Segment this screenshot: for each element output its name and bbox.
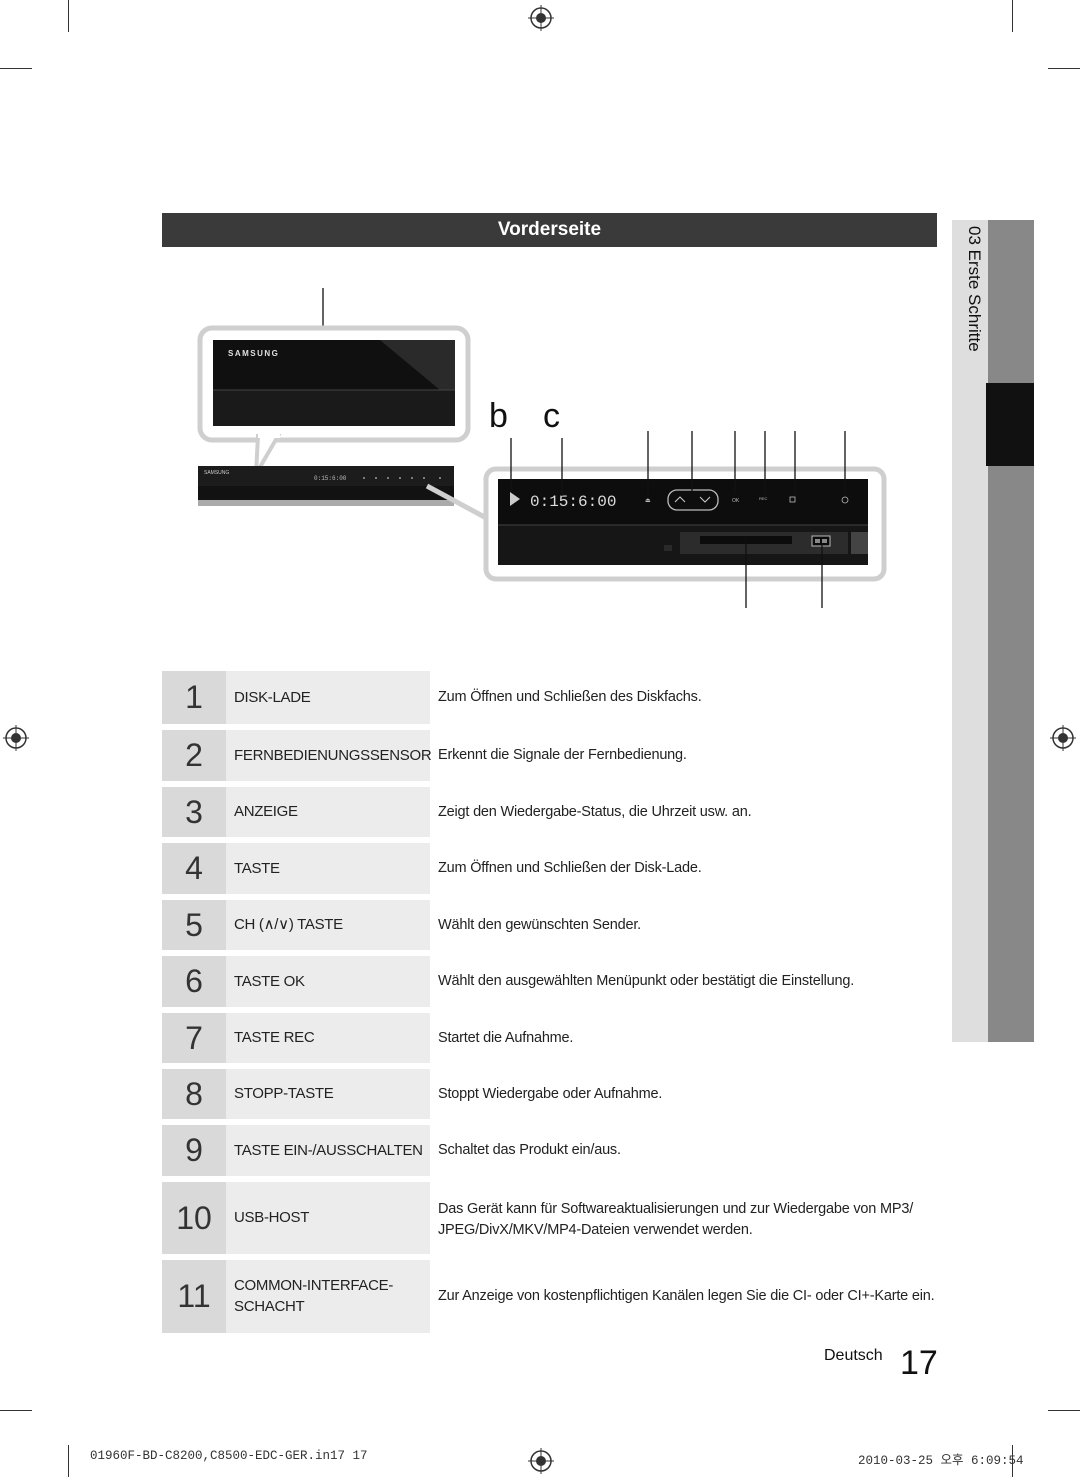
row-description: Das Gerät kann für Softwareaktualisierun… (438, 1199, 938, 1241)
file-info: 01960F-BD-C8200,C8500-EDC-GER.in17 17 (90, 1449, 368, 1463)
row-name: COMMON-INTERFACE- SCHACHT (226, 1260, 430, 1333)
row-description: Erkennt die Signale der Fernbedienung. (438, 747, 687, 763)
crop-mark (0, 68, 32, 69)
row-description: Zum Öffnen und Schließen der Disk-Lade. (438, 860, 702, 876)
row-number: 2 (162, 730, 226, 781)
row-number: 10 (162, 1182, 226, 1254)
crop-mark (1048, 1410, 1080, 1411)
row-number: 4 (162, 843, 226, 894)
display-small: 0:15:6:00 (314, 475, 347, 482)
brand-logo-small: SAMSUNG (204, 470, 229, 476)
row-description: Zur Anzeige von kostenpflichtigen Kanäle… (438, 1288, 935, 1304)
row-name: TASTE OK (226, 956, 430, 1007)
chapter-tab-marker (986, 383, 1034, 466)
registration-mark-icon (1050, 725, 1076, 751)
row-number: 7 (162, 1013, 226, 1063)
row-name-line: COMMON-INTERFACE- (234, 1277, 394, 1294)
crop-mark (1012, 1445, 1013, 1477)
row-number: 3 (162, 787, 226, 837)
device-front-diagram: SAMSUNG SAMSUNG 0:15:6:00 0:15:6:00 ⏏ OK… (197, 288, 887, 608)
row-number: 9 (162, 1125, 226, 1176)
ok-icon: OK (732, 498, 740, 504)
brand-logo: SAMSUNG (228, 349, 279, 358)
row-name: FERNBEDIENUNGSSENSOR (226, 730, 432, 781)
row-name-line: SCHACHT (234, 1298, 305, 1315)
chapter-tab (952, 220, 988, 1042)
callout-c: c (543, 397, 560, 435)
row-description: Wählt den ausgewählten Menüpunkt oder be… (438, 973, 855, 989)
row-name: USB-HOST (226, 1182, 430, 1254)
row-description: Schaltet das Produkt ein/aus. (438, 1142, 621, 1158)
chapter-tab-strip (988, 220, 1034, 383)
print-timestamp: 2010-03-25 오후 6:09:54 (858, 1454, 1024, 1468)
row-description: Stoppt Wiedergabe oder Aufnahme. (438, 1086, 663, 1102)
row-number: 6 (162, 956, 226, 1007)
row-name: TASTE REC (226, 1013, 430, 1063)
row-description: Startet die Aufnahme. (438, 1030, 574, 1046)
row-name: DISK-LADE (226, 671, 430, 724)
chapter-tab-label: 03 Erste Schritte (965, 226, 984, 352)
row-name: CH (∧/∨) TASTE (226, 900, 430, 950)
crop-mark (68, 0, 69, 32)
row-name: STOPP-TASTE (226, 1069, 430, 1119)
row-name: ANZEIGE (226, 787, 430, 837)
page-number: 17 (900, 1344, 938, 1382)
section-title-bar: Vorderseite (162, 213, 937, 247)
callout-b: b (489, 397, 508, 435)
registration-mark-icon (528, 1448, 554, 1474)
registration-mark-icon (528, 5, 554, 31)
section-title: Vorderseite (497, 219, 602, 240)
eject-icon: ⏏ (645, 498, 651, 504)
rec-label: REC (759, 496, 768, 501)
row-name: TASTE EIN-/AUSSCHALTEN (226, 1125, 430, 1176)
row-description: Wählt den gewünschten Sender. (438, 917, 641, 933)
crop-mark (1048, 68, 1080, 69)
chapter-tab-strip (988, 466, 1034, 1042)
row-number: 5 (162, 900, 226, 950)
row-description-line: Das Gerät kann für Softwareaktualisierun… (438, 1201, 914, 1217)
row-number: 11 (162, 1260, 226, 1333)
row-description-line: JPEG/DivX/MKV/MP4-Dateien verwendet werd… (438, 1222, 753, 1238)
crop-mark (1012, 0, 1013, 32)
footer-language: Deutsch (824, 1347, 883, 1364)
row-name: TASTE ÖFFNEN/SCHLIESSEN (226, 843, 430, 928)
row-description: Zeigt den Wiedergabe-Status, die Uhrzeit… (438, 804, 752, 820)
crop-mark (0, 1410, 32, 1411)
crop-mark (68, 1445, 69, 1477)
row-number: 8 (162, 1069, 226, 1119)
row-description: Zum Öffnen und Schließen des Diskfachs. (438, 689, 702, 705)
display-large: 0:15:6:00 (530, 493, 616, 511)
registration-mark-icon (3, 725, 29, 751)
row-number: 1 (162, 671, 226, 724)
